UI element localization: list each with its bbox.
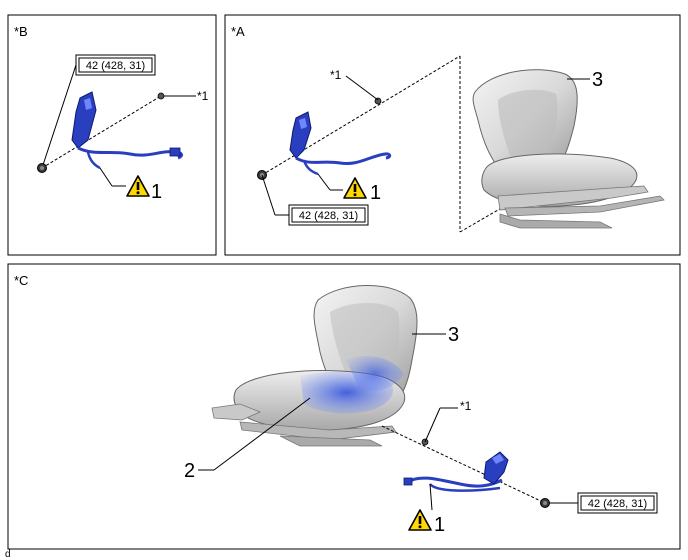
bolt-icon: [37, 163, 47, 173]
leader-c-note: [424, 407, 441, 443]
axis-c: [381, 425, 546, 504]
torque-box-c-outer: [577, 492, 658, 514]
torque-box-a-outer: [288, 204, 369, 226]
callout-a-1: 1: [370, 182, 381, 204]
panel-a: *A *1 42 (428, 31) 1: [224, 14, 681, 256]
callout-c-3: 3: [448, 324, 459, 346]
warning-triangle-icon: [126, 175, 150, 197]
front-seat-a: [472, 69, 665, 229]
panel-b-label: *B: [14, 24, 28, 39]
note-ref-b: *1: [197, 89, 209, 103]
bolt-icon: [157, 92, 165, 100]
seat-belt-buckle-b: [71, 91, 184, 170]
note-ref-a: *1: [330, 68, 342, 82]
torque-spec-b: 42 (428, 31): [86, 60, 145, 72]
leader-a-1: [317, 173, 331, 191]
front-seat-c: [211, 284, 418, 447]
leader-c-2: [213, 397, 311, 471]
panel-b: *B 42 (428, 31) *1 1: [7, 14, 217, 256]
panel-c-label: *C: [14, 273, 28, 288]
leader-a-torque: [261, 174, 276, 216]
figure-code: d: [5, 549, 11, 560]
axis-b: [41, 95, 162, 169]
leader-c-1: [429, 483, 433, 511]
seat-belt-buckle-a: [289, 111, 392, 176]
torque-box-c-inner: [580, 495, 655, 511]
leader-b-1: [99, 167, 113, 187]
leader-b-torque: [41, 64, 77, 169]
torque-spec-a: 42 (428, 31): [299, 210, 358, 222]
panel-a-label: *A: [231, 24, 245, 39]
panel-c: *C 3 2 *1: [7, 263, 681, 550]
warning-triangle-icon: [343, 177, 367, 199]
panel-c-frame: [7, 263, 681, 550]
callout-b-1: 1: [151, 181, 162, 203]
torque-spec-c: 42 (428, 31): [588, 498, 647, 510]
warning-triangle-icon: [408, 509, 432, 531]
torque-box-b-inner: [78, 57, 153, 73]
panel-b-frame: [7, 14, 217, 256]
callout-c-1: 1: [434, 514, 445, 536]
panel-a-frame: [224, 14, 681, 256]
axis-a: [261, 55, 461, 176]
torque-box-a-inner: [291, 207, 366, 223]
leader-a-note: [345, 75, 379, 101]
callout-a-3: 3: [592, 69, 603, 91]
bolt-icon: [540, 498, 550, 508]
seat-belt-buckle-c: [403, 451, 509, 492]
note-ref-c: *1: [460, 399, 472, 413]
callout-c-2: 2: [184, 460, 195, 482]
